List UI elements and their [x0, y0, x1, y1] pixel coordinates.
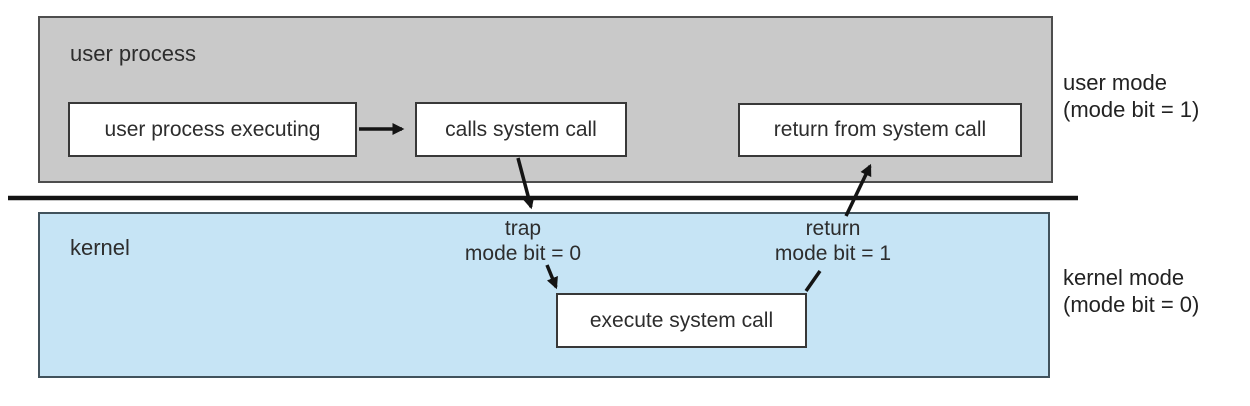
execute-system-call-label: execute system call [589, 308, 774, 332]
return-annotation-line2: mode bit = 1 [774, 242, 892, 265]
user-process-executing-box: user process executing [68, 102, 357, 157]
kernel-mode-side-label-line2: (mode bit = 0) [1063, 292, 1200, 317]
trap-annotation: trap mode bit = 0 [423, 216, 623, 266]
user-mode-side-label: user mode (mode bit = 1) [1063, 69, 1199, 123]
user-mode-side-label-line2: (mode bit = 1) [1063, 97, 1200, 122]
user-process-executing-label: user process executing [104, 117, 321, 141]
calls-system-call-label: calls system call [445, 117, 597, 141]
user-process-region-title: user process [70, 41, 196, 66]
kernel-mode-side-label: kernel mode (mode bit = 0) [1063, 264, 1199, 318]
kernel-region-title: kernel [70, 235, 130, 260]
kernel-mode-side-label-line1: kernel mode [1063, 265, 1185, 290]
return-annotation-line1: return [805, 217, 861, 240]
trap-annotation-line2: mode bit = 0 [464, 242, 582, 265]
calls-system-call-box: calls system call [415, 102, 627, 157]
return-from-system-call-label: return from system call [773, 118, 987, 141]
kernel-region: kernel [38, 212, 1050, 378]
user-process-region: user process [38, 16, 1053, 183]
return-annotation: return mode bit = 1 [733, 216, 933, 266]
return-from-system-call-box: return from system call [738, 103, 1022, 157]
trap-annotation-line1: trap [504, 217, 542, 240]
user-mode-side-label-line1: user mode [1063, 70, 1167, 95]
execute-system-call-box: execute system call [556, 293, 807, 348]
